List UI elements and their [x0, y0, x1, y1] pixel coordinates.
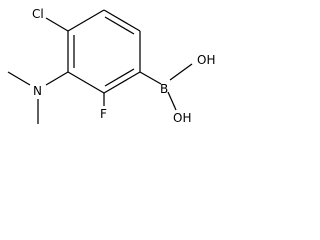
bond-boron-oh-upper: [169, 63, 193, 81]
atom-label-chlorine: Cl: [32, 7, 44, 21]
ring-bond-c4-c5: [67, 71, 105, 94]
ring-bond-c3-c4: [103, 71, 141, 94]
atom-label-nitrogen: N: [33, 84, 42, 98]
bond-chlorine: [45, 17, 69, 32]
bond-ring-nitrogen: [45, 71, 69, 86]
ring-bond-c1-c2: [103, 9, 141, 32]
atom-label-hydroxyl-lower: OH: [173, 111, 191, 125]
bond-ring-boron: [139, 71, 162, 85]
atom-label-hydroxyl-upper: OH: [197, 53, 215, 67]
bond-methyl-upper: [7, 71, 31, 86]
atom-label-fluorine: F: [100, 107, 107, 121]
benzene-ring: [67, 9, 141, 94]
ring-bond-c6-c1: [67, 9, 105, 32]
structure-diagram: Cl N F B OH OH: [7, 7, 215, 125]
ring-double-bond-lower-right: [104, 68, 135, 87]
atom-label-boron: B: [160, 82, 168, 96]
bond-boron-oh-lower: [167, 91, 177, 111]
ring-double-bond-top: [104, 16, 135, 35]
